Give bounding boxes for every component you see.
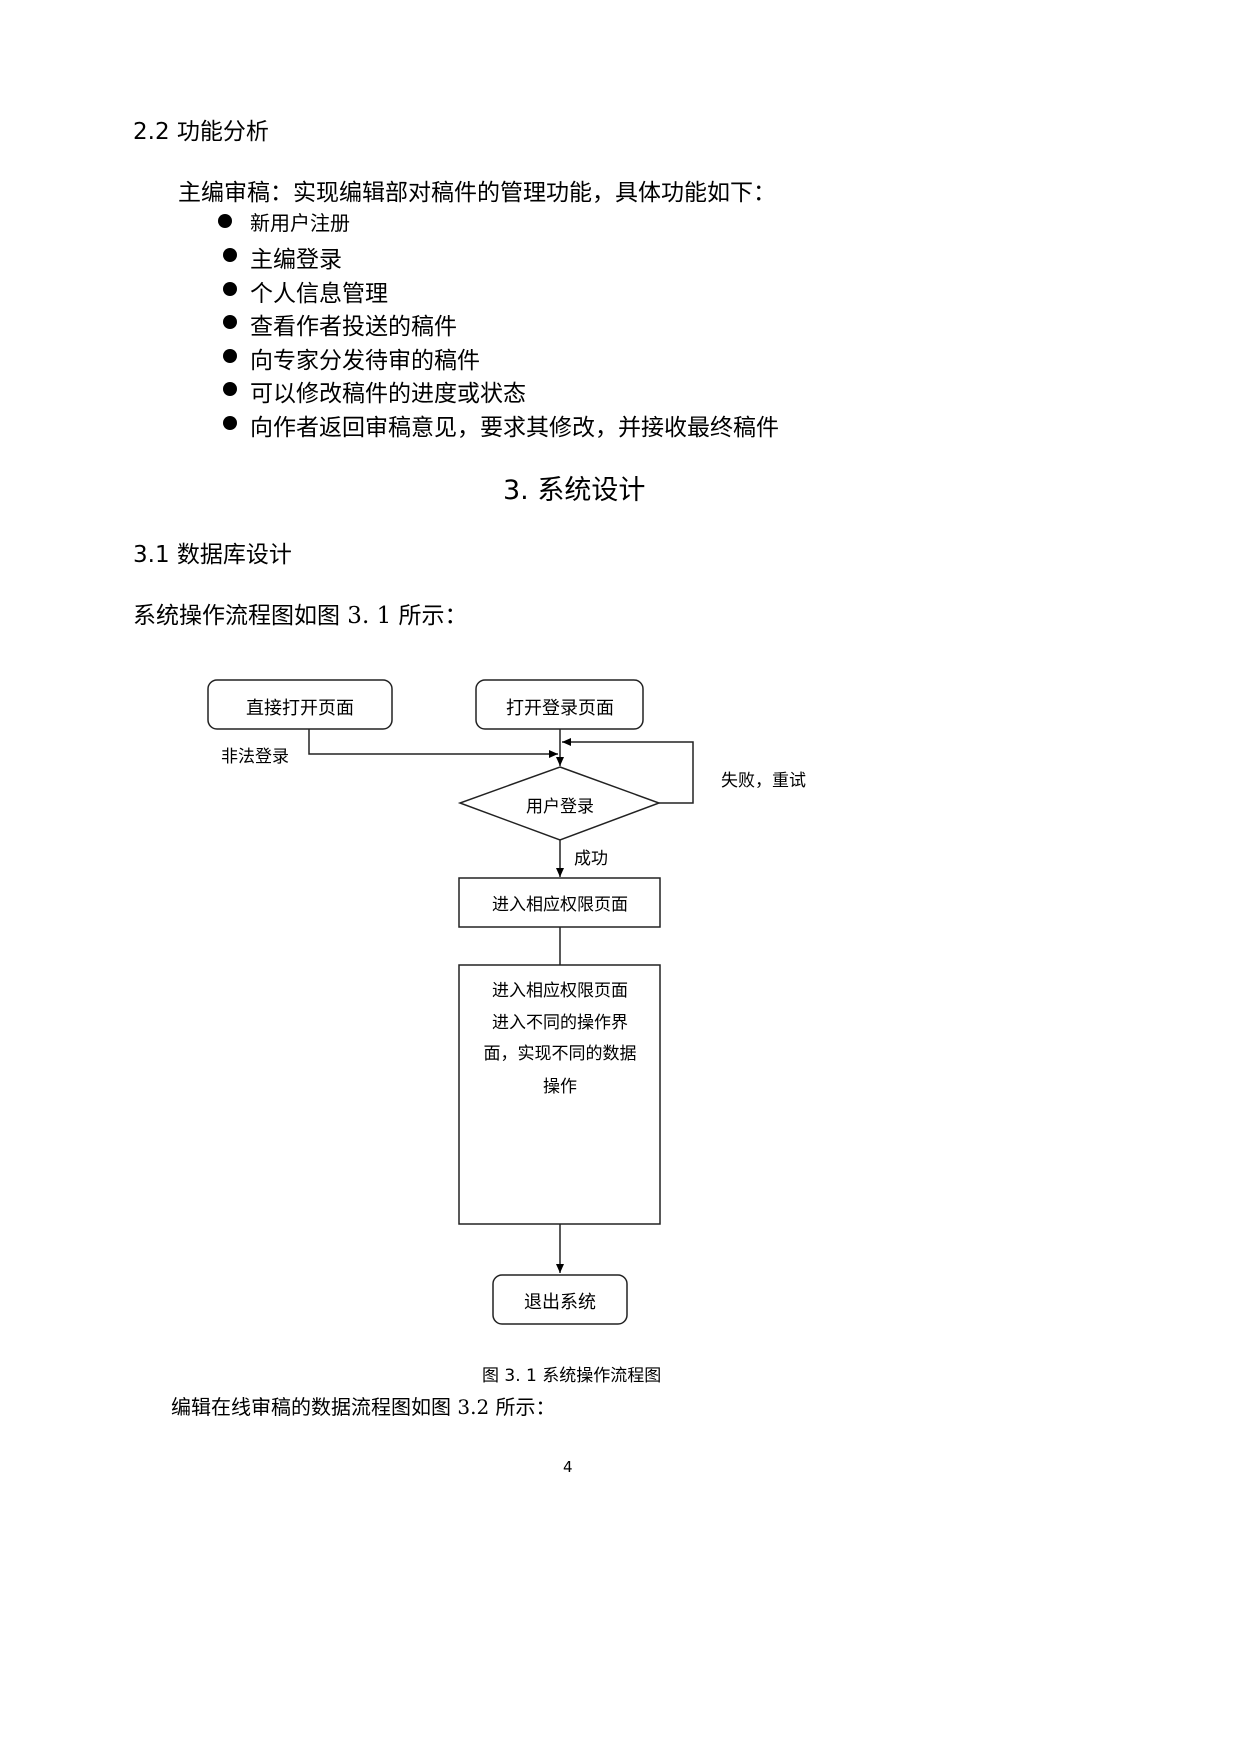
flow-diamond-user-login: 用户登录 [457,766,662,841]
flow-label-illegal-login: 非法登录 [221,747,289,767]
flow-box-direct-open-label: 直接打开页面 [246,698,354,719]
bullet-text: 主编登录 [250,247,342,273]
next-paragraph: 编辑在线审稿的数据流程图如图 3.2 所示： [171,1395,556,1419]
figure-caption: 图 3. 1 系统操作流程图 [482,1366,662,1386]
flow-edge-illegal-login [308,729,558,758]
section-heading-3-1: 3.1 数据库设计 [133,542,292,568]
flow-box-open-login-label: 打开登录页面 [506,698,614,719]
flow-box-enter-permission-label: 进入相应权限页面 [492,895,628,915]
bullet-dot-icon [223,349,237,363]
bullet-text: 向作者返回审稿意见，要求其修改，并接收最终稿件 [250,415,779,441]
bullet-dot-icon [223,382,237,396]
section-3-1-intro: 系统操作流程图如图 3. 1 所示： [133,603,468,629]
flow-label-fail-retry: 失败，重试 [721,771,806,791]
bullet-text: 向专家分发待审的稿件 [250,348,480,374]
flow-label-success: 成功 [574,849,608,869]
bullet-text: 可以修改稿件的进度或状态 [250,381,526,407]
flow-box-open-login: 打开登录页面 [475,679,644,730]
flow-edge-retry-loop [562,738,694,804]
flow-box-operations-line: 面，实现不同的数据 [484,1044,637,1064]
flow-box-operations-line: 进入不同的操作界 [492,1013,628,1033]
bullet-text: 个人信息管理 [250,281,388,307]
flow-box-direct-open: 直接打开页面 [207,679,393,730]
chapter-title: 3. 系统设计 [503,475,646,506]
flow-box-enter-permission: 进入相应权限页面 [458,877,661,928]
bullet-dot-icon [218,214,232,228]
bullet-dot-icon [223,416,237,430]
bullet-dot-icon [223,282,237,296]
section-2-2-intro: 主编审稿：实现编辑部对稿件的管理功能，具体功能如下： [178,180,776,206]
bullet-text: 新用户注册 [250,211,350,235]
flow-box-operations: 进入相应权限页面 进入不同的操作界 面，实现不同的数据 操作 [458,964,661,1225]
flow-box-operations-line: 进入相应权限页面 [492,981,628,1001]
flow-box-exit-label: 退出系统 [524,1292,596,1313]
bullet-text: 查看作者投送的稿件 [250,314,457,340]
bullet-dot-icon [223,248,237,262]
flow-diamond-user-login-label: 用户登录 [526,797,594,817]
page-number: 4 [563,1458,573,1476]
flow-box-operations-line: 操作 [543,1077,577,1097]
section-heading-2-2: 2.2 功能分析 [133,119,269,145]
bullet-dot-icon [223,315,237,329]
flow-box-exit: 退出系统 [492,1274,628,1325]
